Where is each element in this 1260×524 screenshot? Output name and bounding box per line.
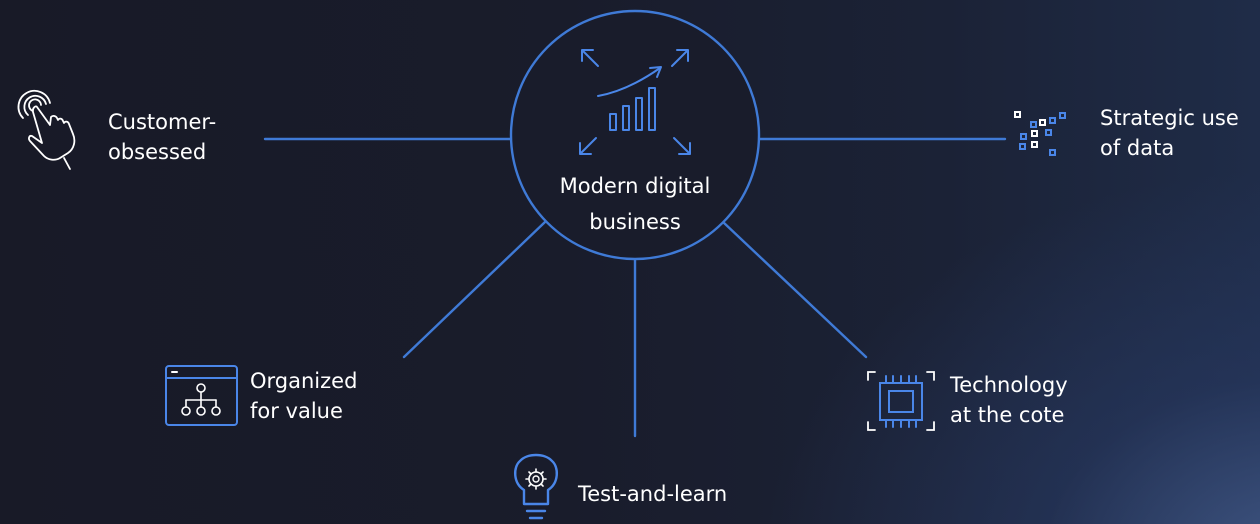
center-label: Modern digital business [515, 168, 755, 240]
connector-technology [721, 220, 868, 359]
label-customer-line1: Customer- [108, 110, 217, 134]
label-customer-obsessed: Customer- obsessed [108, 107, 216, 167]
label-technology-line1: Technology [950, 373, 1068, 397]
chip-icon [867, 371, 935, 431]
label-test-line1: Test-and-learn [578, 482, 728, 506]
label-organized-line1: Organized [250, 369, 358, 393]
center-circle [509, 9, 761, 261]
org-chart-window-icon [165, 365, 238, 426]
label-strategic-data: Strategic use of data [1100, 103, 1239, 163]
growth-chart-icon [579, 49, 691, 155]
label-organized-line2: for value [250, 399, 343, 423]
lightbulb-gear-icon [514, 453, 558, 520]
label-data-line1: Strategic use [1100, 106, 1239, 130]
label-technology: Technology at the cote [950, 370, 1068, 430]
connector-organized [402, 220, 547, 359]
label-customer-line2: obsessed [108, 140, 207, 164]
label-data-line2: of data [1100, 136, 1175, 160]
center-label-line2: business [589, 210, 681, 234]
center-label-line1: Modern digital [559, 174, 711, 198]
label-technology-line2: at the cote [950, 403, 1065, 427]
touch-hand-icon [17, 90, 76, 170]
data-dots-icon [1014, 111, 1066, 156]
label-organized-for-value: Organized for value [250, 366, 357, 426]
label-test-and-learn: Test-and-learn [578, 479, 727, 509]
